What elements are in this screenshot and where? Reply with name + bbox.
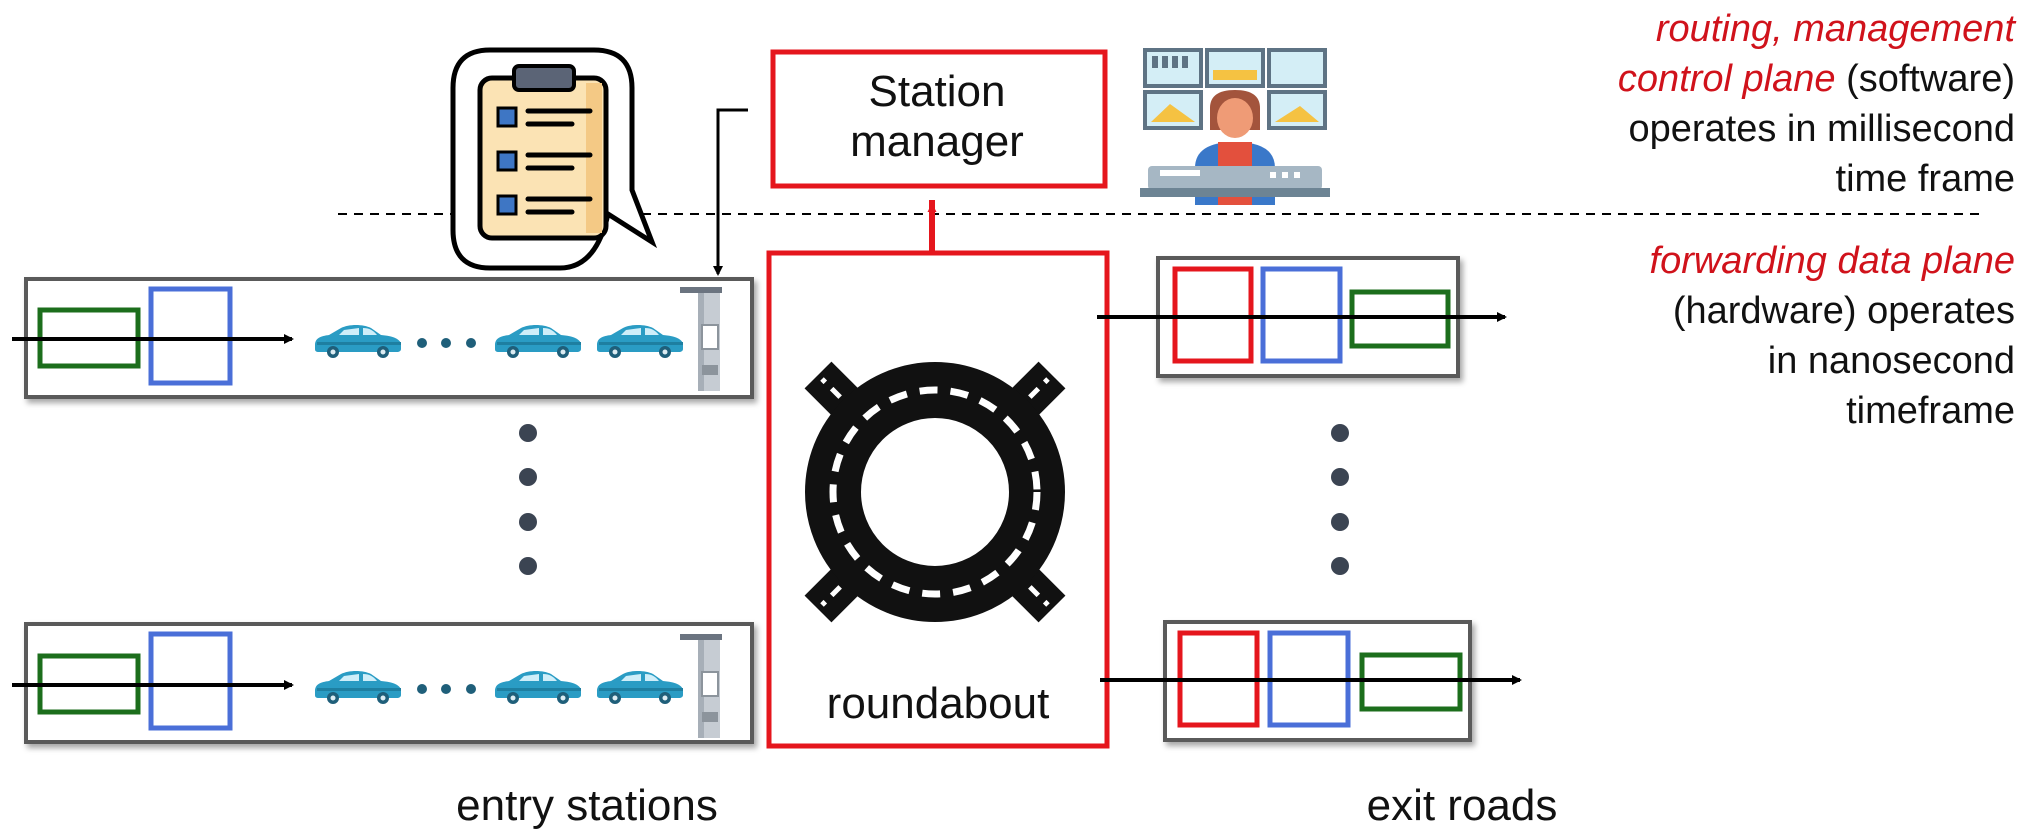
control-plane-line1: routing, management <box>1655 8 2015 50</box>
control-plane-line2: control plane (software) <box>1618 54 2015 104</box>
data-plane-description: forwarding data plane (hardware) operate… <box>1650 236 2015 436</box>
control-room-operator-icon <box>1140 48 1330 205</box>
exit-roads-ellipsis <box>1331 424 1349 575</box>
station-manager-label-line1: Station <box>869 67 1006 116</box>
entry-stations-ellipsis <box>519 424 537 575</box>
data-plane-line4: timeframe <box>1846 390 2015 432</box>
control-plane-description: routing, management control plane (softw… <box>1618 4 2015 204</box>
exit-road-2 <box>1100 620 1522 742</box>
clipboard-checklist-icon <box>450 47 658 271</box>
roundabout-label: roundabout <box>827 679 1050 728</box>
control-plane-line3: operates in millisecond <box>1628 108 2015 150</box>
roundabout-icon <box>804 361 1066 623</box>
exit-road-1 <box>1097 256 1507 378</box>
data-plane-line2: (hardware) operates <box>1672 290 2015 332</box>
control-plane-term: control plane <box>1617 58 1836 100</box>
station-manager-box <box>770 49 1108 189</box>
control-plane-software: (software) <box>1835 58 2015 100</box>
entry-stations-label: entry stations <box>456 781 718 829</box>
data-plane-line3: in nanosecond <box>1767 340 2015 382</box>
station-manager-label-line2: manager <box>850 117 1024 166</box>
data-plane-line1: forwarding data plane <box>1649 240 2015 282</box>
exit-roads-label: exit roads <box>1367 781 1558 829</box>
control-plane-line4: time frame <box>1835 158 2015 200</box>
entry-station-2 <box>12 622 754 744</box>
entry-station-1 <box>12 277 754 399</box>
manager-to-entry-connector <box>713 108 748 276</box>
